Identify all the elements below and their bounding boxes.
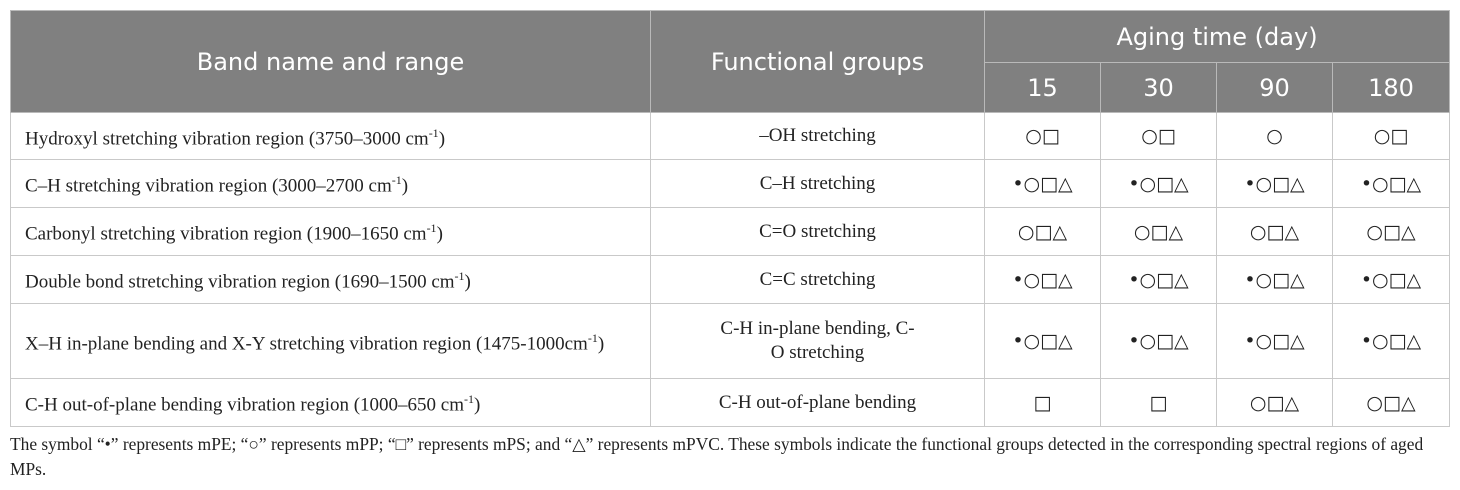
header-day: 30 (1100, 62, 1217, 113)
band-cell: Double bond stretching vibration region … (10, 255, 651, 304)
symbol-cell: ○□△ (984, 207, 1101, 256)
header-band: Band name and range (10, 10, 651, 113)
symbol-cell: •○□△ (1100, 159, 1217, 208)
header-day: 15 (984, 62, 1101, 113)
table-row: Double bond stretching vibration region … (10, 255, 1450, 304)
band-cell: Carbonyl stretching vibration region (19… (10, 207, 651, 256)
table-container: Band name and range Functional groups Ag… (10, 10, 1450, 427)
table-row: C-H out-of-plane bending vibration regio… (10, 378, 1450, 427)
symbol-cell: ○ (1216, 112, 1333, 160)
symbol-cell: •○□△ (984, 303, 1101, 379)
table-footnote: The symbol “•” represents mPE; “○” repre… (10, 434, 1424, 479)
symbol-cell: •○□△ (1216, 255, 1333, 304)
band-cell: Hydroxyl stretching vibration region (37… (10, 112, 651, 160)
symbol-cell: •○□△ (1216, 159, 1333, 208)
symbol-cell: ○□△ (1100, 207, 1217, 256)
symbol-cell: □ (984, 378, 1101, 427)
symbol-cell: •○□△ (1216, 303, 1333, 379)
symbol-cell: □ (1100, 378, 1217, 427)
header-day: 180 (1332, 62, 1450, 113)
header-aging-time: Aging time (day) (984, 10, 1450, 63)
header-day: 90 (1216, 62, 1333, 113)
symbol-cell: ○□ (1100, 112, 1217, 160)
symbol-cell: •○□△ (984, 159, 1101, 208)
symbol-cell: •○□△ (1332, 303, 1450, 379)
symbol-cell: ○□ (984, 112, 1101, 160)
symbol-cell: •○□△ (1332, 255, 1450, 304)
functional-group-cell: C-H in-plane bending, C-O stretching (650, 303, 985, 379)
ftir-table: Band name and range Functional groups Ag… (10, 10, 1450, 427)
symbol-cell: ○□△ (1332, 207, 1450, 256)
band-cell: C–H stretching vibration region (3000–27… (10, 159, 651, 208)
header-functional-groups: Functional groups (650, 10, 985, 113)
table-row: Hydroxyl stretching vibration region (37… (10, 112, 1450, 160)
table-row: X–H in-plane bending and X-Y stretching … (10, 303, 1450, 379)
symbol-cell: ○□ (1332, 112, 1450, 160)
symbol-cell: •○□△ (1100, 255, 1217, 304)
symbol-cell: ○□△ (1216, 378, 1333, 427)
table-row: C–H stretching vibration region (3000–27… (10, 159, 1450, 208)
functional-group-cell: C-H out-of-plane bending (650, 378, 985, 427)
symbol-cell: ○□△ (1332, 378, 1450, 427)
symbol-cell: •○□△ (1332, 159, 1450, 208)
functional-group-cell: C=O stretching (650, 207, 985, 256)
functional-group-cell: C–H stretching (650, 159, 985, 208)
symbol-cell: ○□△ (1216, 207, 1333, 256)
band-cell: C-H out-of-plane bending vibration regio… (10, 378, 651, 427)
band-cell: X–H in-plane bending and X-Y stretching … (10, 303, 651, 379)
table-row: Carbonyl stretching vibration region (19… (10, 207, 1450, 256)
functional-group-cell: –OH stretching (650, 112, 985, 160)
symbol-cell: •○□△ (984, 255, 1101, 304)
symbol-cell: •○□△ (1100, 303, 1217, 379)
functional-group-cell: C=C stretching (650, 255, 985, 304)
